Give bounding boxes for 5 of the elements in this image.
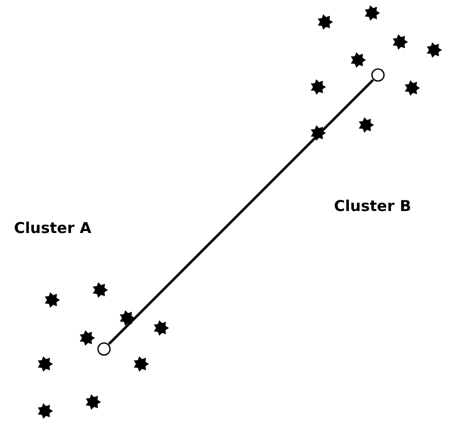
selected-point-circle [371,68,385,82]
selected-point-circle [97,342,111,356]
cluster-label: Cluster B [334,197,412,215]
cluster-label: Cluster A [14,219,92,237]
connecting-line [108,79,374,345]
